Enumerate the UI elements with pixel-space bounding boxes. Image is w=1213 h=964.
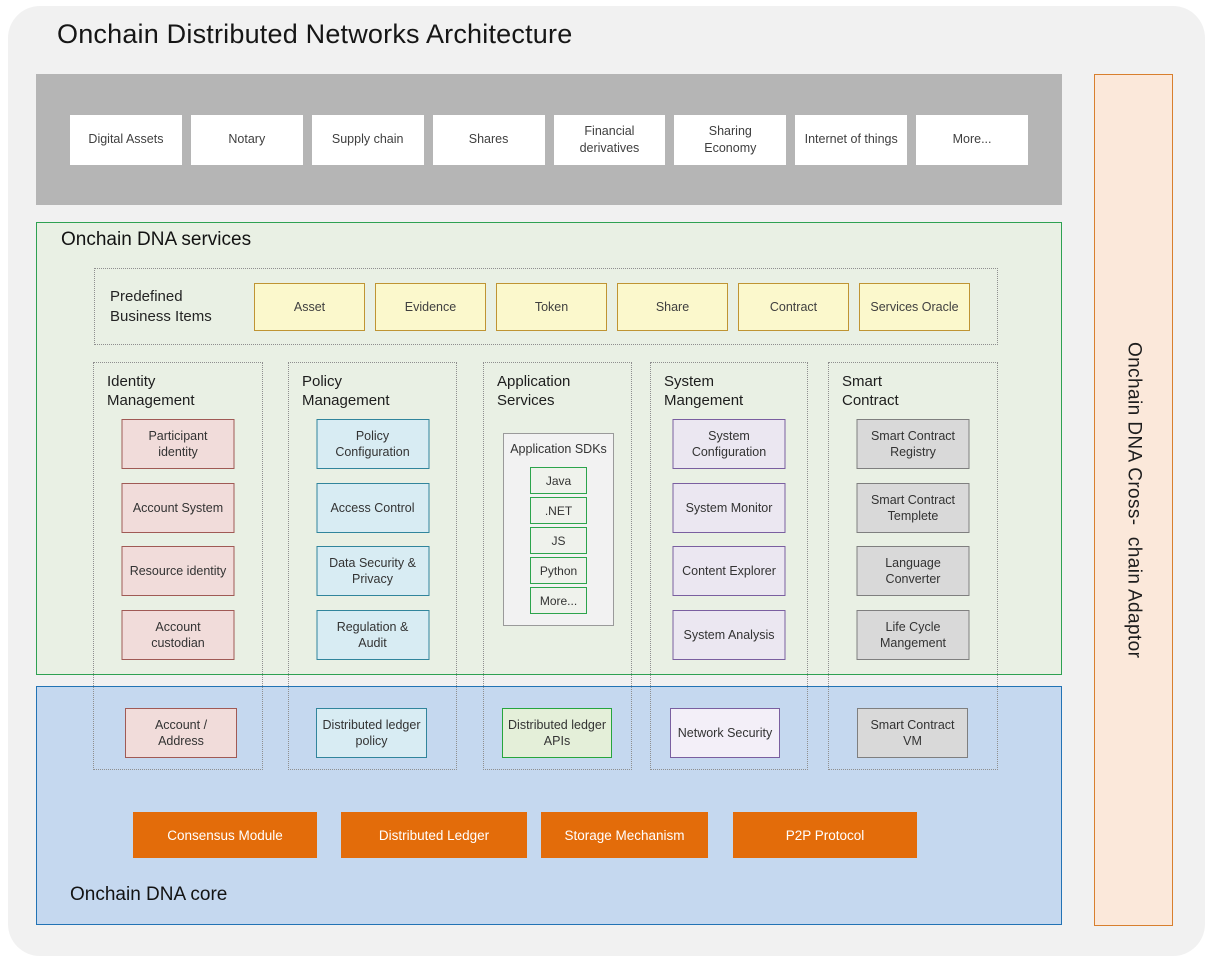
scenario-more: More... <box>916 114 1028 165</box>
item-share: Share <box>617 282 728 331</box>
column-smart-contract: Smart Contract Smart Contract Registry S… <box>828 362 998 770</box>
box-life-cycle-mangement: Life Cycle Mangement <box>856 610 970 660</box>
module-distributed-ledger: Distributed Ledger <box>341 812 527 858</box>
box-distributed-ledger-policy: Distributed ledger policy <box>316 708 427 758</box>
module-p2p-protocol: P2P Protocol <box>733 812 917 858</box>
column-title-policy-management: Policy Management <box>302 373 390 410</box>
sdk-js: JS <box>530 527 587 554</box>
box-system-monitor: System Monitor <box>672 483 786 533</box>
core-section-title: Onchain DNA core <box>70 884 228 905</box>
application-sdks-panel: Application SDKs Java .NET JS Python Mor… <box>503 433 614 626</box>
predefined-business-items-label: Predefined Business Items <box>110 287 212 325</box>
box-resource-identity: Resource identity <box>121 546 235 596</box>
cross-chain-adaptor-label: Onchain DNA Cross- chain Adaptor <box>1123 341 1145 659</box>
column-title-smart-contract: Smart Contract <box>842 373 899 410</box>
column-policy-management: Policy Management Policy Configuration A… <box>288 362 457 770</box>
page-title: Onchain Distributed Networks Architectur… <box>57 19 573 49</box>
services-section-title: Onchain DNA services <box>61 229 252 250</box>
sdk-more: More... <box>530 587 587 614</box>
scenario-internet-of-things: Internet of things <box>795 114 908 165</box>
box-distributed-ledger-apis: Distributed ledger APIs <box>502 708 612 758</box>
item-services-oracle: Services Oracle <box>859 282 970 331</box>
predefined-items-row: Asset Evidence Token Share Contract Serv… <box>254 282 970 331</box>
box-network-security: Network Security <box>670 708 780 758</box>
box-smart-contract-vm: Smart Contract VM <box>857 708 968 758</box>
item-asset: Asset <box>254 282 365 331</box>
box-smart-contract-registry: Smart Contract Registry <box>856 419 970 469</box>
cross-chain-adaptor-bar: Onchain DNA Cross- chain Adaptor <box>1094 74 1173 926</box>
box-regulation-audit: Regulation & Audit <box>316 610 429 660</box>
business-scenarios-band: Digital Assets Notary Supply chain Share… <box>36 74 1062 205</box>
scenario-shares: Shares <box>432 114 545 165</box>
box-account-custodian: Account custodian <box>121 610 235 660</box>
box-participant-identity: Participant identity <box>121 419 235 469</box>
application-sdks-label: Application SDKs <box>510 442 607 456</box>
box-access-control: Access Control <box>316 483 429 533</box>
item-evidence: Evidence <box>375 282 486 331</box>
scenario-financial-derivatives: Financial derivatives <box>553 114 666 165</box>
column-title-application-services: Application Services <box>497 373 571 410</box>
box-content-explorer: Content Explorer <box>672 546 786 596</box>
box-account-system: Account System <box>121 483 235 533</box>
sdk-java: Java <box>530 467 587 494</box>
box-account-address: Account / Address <box>125 708 237 758</box>
column-application-services: Application Services Application SDKs Ja… <box>483 362 632 770</box>
box-system-analysis: System Analysis <box>672 610 786 660</box>
box-system-configuration: System Configuration <box>672 419 786 469</box>
module-consensus-module: Consensus Module <box>133 812 317 858</box>
column-title-identity-management: Identity Management <box>107 373 195 410</box>
sdk-dotnet: .NET <box>530 497 587 524</box>
box-language-converter: Language Converter <box>856 546 970 596</box>
column-identity-management: Identity Management Participant identity… <box>93 362 263 770</box>
box-data-security-privacy: Data Security & Privacy <box>316 546 429 596</box>
scenario-supply-chain: Supply chain <box>311 114 424 165</box>
column-title-system-mangement: System Mangement <box>664 373 744 410</box>
predefined-business-items-group: Predefined Business Items Asset Evidence… <box>94 268 998 345</box>
scenario-digital-assets: Digital Assets <box>70 114 182 165</box>
scenario-notary: Notary <box>190 114 303 165</box>
sdk-items-list: Java .NET JS Python More... <box>504 467 613 614</box>
box-policy-configuration: Policy Configuration <box>316 419 429 469</box>
column-system-mangement: System Mangement System Configuration Sy… <box>650 362 808 770</box>
item-contract: Contract <box>738 282 849 331</box>
item-token: Token <box>496 282 607 331</box>
sdk-python: Python <box>530 557 587 584</box>
scenario-sharing-economy: Sharing Economy <box>674 114 787 165</box>
module-storage-mechanism: Storage Mechanism <box>541 812 708 858</box>
box-smart-contract-templete: Smart Contract Templete <box>856 483 970 533</box>
